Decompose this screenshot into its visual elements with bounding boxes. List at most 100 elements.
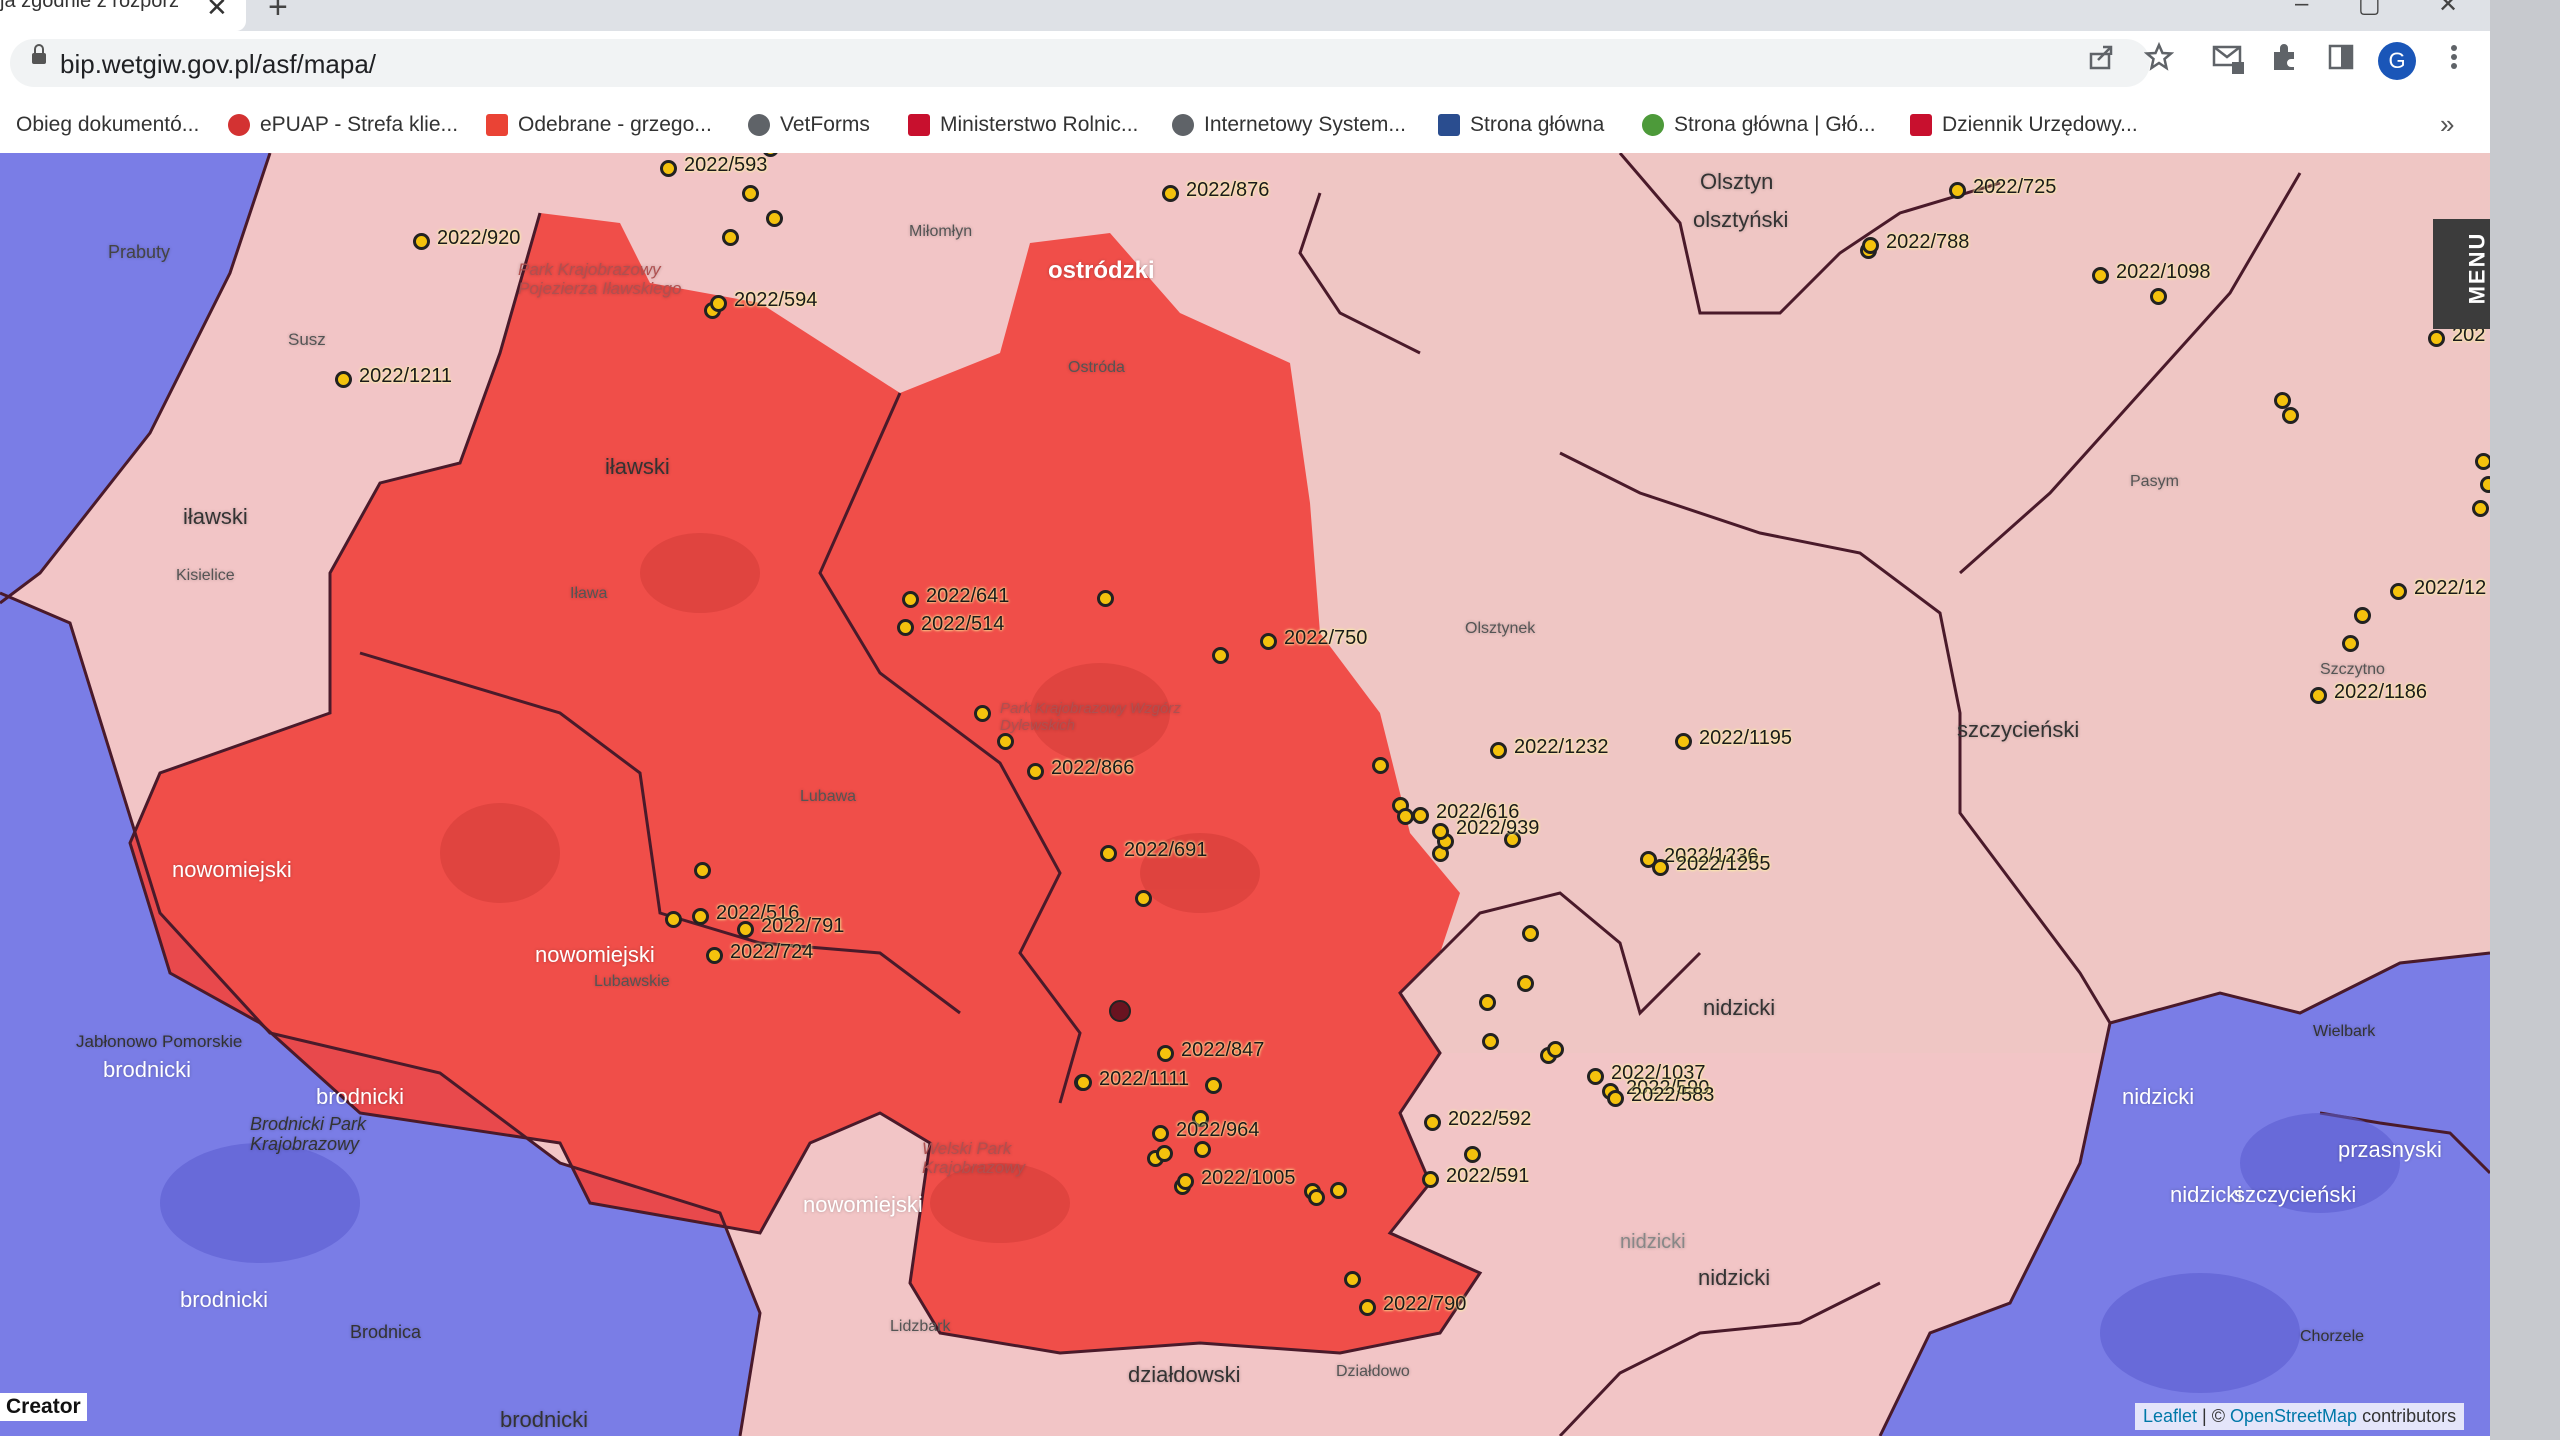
bookmark-internetowy[interactable]: Internetowy System...: [1172, 107, 1406, 143]
outbreak-marker[interactable]: [2310, 687, 2327, 704]
outbreak-marker[interactable]: [2390, 583, 2407, 600]
outbreak-marker[interactable]: [1504, 831, 1521, 848]
outbreak-marker[interactable]: [692, 908, 709, 925]
outbreak-marker[interactable]: [2092, 267, 2109, 284]
outbreak-marker[interactable]: [902, 591, 919, 608]
outbreak-marker[interactable]: [1607, 1090, 1624, 1107]
outbreak-marker[interactable]: [997, 733, 1014, 750]
outbreak-marker[interactable]: [1135, 890, 1152, 907]
outbreak-marker[interactable]: [2480, 476, 2490, 493]
bookmarks-overflow-button[interactable]: »: [2440, 109, 2455, 139]
outbreak-marker[interactable]: [1075, 1074, 1092, 1091]
outbreak-marker[interactable]: [2354, 607, 2371, 624]
outbreak-marker[interactable]: [1949, 182, 1966, 199]
outbreak-marker[interactable]: [1479, 994, 1496, 1011]
close-tab-icon[interactable]: ✕: [206, 0, 228, 22]
outbreak-marker[interactable]: [1522, 925, 1539, 942]
kebab-menu-icon[interactable]: [2444, 42, 2464, 72]
outbreak-marker[interactable]: [1177, 1173, 1194, 1190]
outbreak-marker[interactable]: [1194, 1141, 1211, 1158]
outbreak-marker[interactable]: [1027, 763, 1044, 780]
outbreak-marker[interactable]: [1675, 733, 1692, 750]
outbreak-marker[interactable]: [2150, 288, 2167, 305]
outbreak-marker[interactable]: [737, 921, 754, 938]
outbreak-marker[interactable]: [2282, 407, 2299, 424]
map-canvas[interactable]: [0, 153, 2490, 1436]
bookmark-gmail[interactable]: Odebrane - grzego...: [486, 107, 712, 143]
outbreak-marker[interactable]: [1464, 1146, 1481, 1163]
outbreak-marker[interactable]: [1260, 633, 1277, 650]
outbreak-marker[interactable]: [1862, 237, 1879, 254]
bookmark-epuap[interactable]: ePUAP - Strefa klie...: [228, 107, 458, 143]
outbreak-marker[interactable]: [1205, 1077, 1222, 1094]
osm-link[interactable]: OpenStreetMap: [2230, 1406, 2358, 1426]
map-menu-button[interactable]: MENU: [2433, 219, 2490, 329]
outbreak-marker[interactable]: [2475, 453, 2490, 470]
outbreak-marker[interactable]: [335, 371, 352, 388]
outbreak-marker[interactable]: [1330, 1182, 1347, 1199]
outbreak-marker[interactable]: [766, 210, 783, 227]
side-panel-icon[interactable]: [2326, 42, 2356, 72]
outbreak-marker[interactable]: [706, 947, 723, 964]
maximize-icon[interactable]: ▢: [2358, 0, 2381, 18]
bookmark-vetforms[interactable]: VetForms: [748, 107, 870, 143]
outbreak-marker[interactable]: [1100, 845, 1117, 862]
profile-avatar[interactable]: G: [2378, 42, 2416, 80]
outbreak-marker[interactable]: [974, 705, 991, 722]
outbreak-marker[interactable]: [1482, 1033, 1499, 1050]
leaflet-link[interactable]: Leaflet: [2143, 1406, 2198, 1426]
outbreak-marker[interactable]: [1372, 757, 1389, 774]
outbreak-marker[interactable]: [1424, 1114, 1441, 1131]
lock-icon[interactable]: [32, 44, 46, 64]
bookmark-ministerstwo[interactable]: Ministerstwo Rolnic...: [908, 107, 1138, 143]
bookmark-strona-glowna[interactable]: Strona główna: [1438, 107, 1604, 143]
outbreak-marker[interactable]: [694, 862, 711, 879]
outbreak-marker[interactable]: [665, 911, 682, 928]
outbreak-marker[interactable]: [1162, 185, 1179, 202]
outbreak-marker[interactable]: [2274, 392, 2291, 409]
outbreak-marker[interactable]: [2342, 635, 2359, 652]
outbreak-marker[interactable]: [1359, 1299, 1376, 1316]
minimize-icon[interactable]: –: [2295, 0, 2309, 17]
outbreak-marker[interactable]: [722, 229, 739, 246]
outbreak-marker[interactable]: [1308, 1189, 1325, 1206]
active-tab[interactable]: ja zgodnie z rozporz ✕: [0, 0, 246, 31]
outbreak-marker[interactable]: [1097, 590, 1114, 607]
outbreak-marker[interactable]: [2428, 330, 2445, 347]
share-icon[interactable]: [2086, 42, 2116, 72]
outbreak-label: 2022/641: [926, 585, 1010, 607]
outbreak-marker[interactable]: [2472, 500, 2489, 517]
outbreak-marker[interactable]: [1156, 1145, 1173, 1162]
outbreak-marker[interactable]: [413, 233, 430, 250]
outbreak-marker[interactable]: [897, 619, 914, 636]
outbreak-marker[interactable]: [742, 185, 759, 202]
outbreak-marker[interactable]: [710, 295, 727, 312]
bookmark-star-icon[interactable]: [2144, 42, 2174, 72]
outbreak-marker[interactable]: [1344, 1271, 1361, 1288]
outbreak-marker[interactable]: [1547, 1041, 1564, 1058]
bookmark-obieg[interactable]: Obieg dokumentó...: [16, 113, 200, 136]
outbreak-marker[interactable]: [1157, 1045, 1174, 1062]
outbreak-marker[interactable]: [1432, 823, 1449, 840]
address-bar[interactable]: bip.wetgiw.gov.pl/asf/mapa/: [10, 39, 2150, 87]
outbreak-marker[interactable]: [1412, 807, 1429, 824]
url-text[interactable]: bip.wetgiw.gov.pl/asf/mapa/: [60, 49, 377, 79]
outbreak-marker[interactable]: [1517, 975, 1534, 992]
creator-label[interactable]: Creator: [0, 1393, 87, 1421]
bookmark-strona-glowna-glo[interactable]: Strona główna | Głó...: [1642, 107, 1876, 143]
outbreak-cluster-marker[interactable]: [1109, 1000, 1131, 1022]
outbreak-marker[interactable]: [1192, 1110, 1209, 1127]
outbreak-marker[interactable]: [1152, 1125, 1169, 1142]
outbreak-marker[interactable]: [1422, 1171, 1439, 1188]
outbreak-marker[interactable]: [1652, 859, 1669, 876]
outbreak-marker[interactable]: [1587, 1068, 1604, 1085]
close-window-icon[interactable]: ✕: [2438, 0, 2459, 18]
bookmark-dziennik[interactable]: Dziennik Urzędowy...: [1910, 107, 2138, 143]
mail-extension-icon[interactable]: [2212, 42, 2246, 76]
outbreak-marker[interactable]: [1212, 647, 1229, 664]
outbreak-marker[interactable]: [1490, 742, 1507, 759]
new-tab-button[interactable]: +: [268, 0, 288, 26]
outbreak-marker[interactable]: [660, 160, 677, 177]
extensions-puzzle-icon[interactable]: [2270, 42, 2300, 72]
